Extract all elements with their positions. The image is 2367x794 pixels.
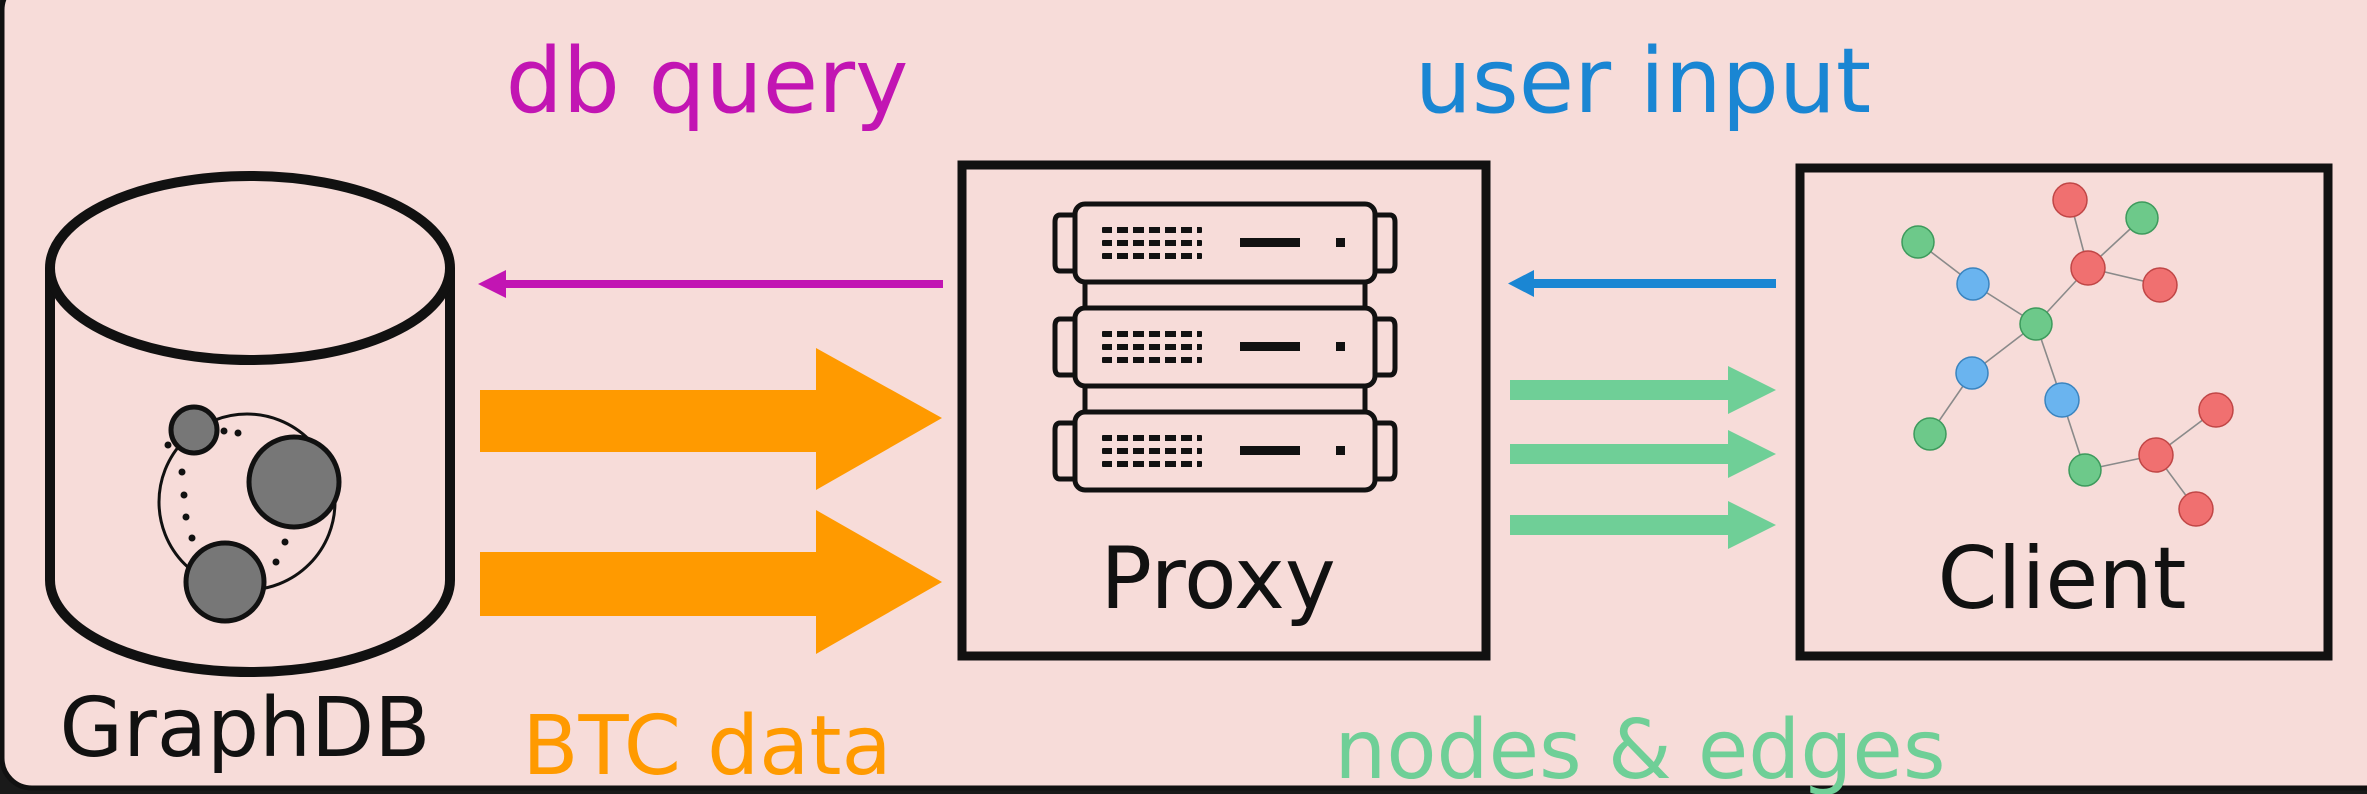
- nodes-edges-arrow-2: [1510, 430, 1776, 478]
- client-box: [1795, 163, 2333, 661]
- client-label: Client: [1938, 529, 2187, 629]
- server-rack-icon: [1052, 201, 1398, 493]
- nodes-edges-arrow-1: [1510, 366, 1776, 414]
- nodes-edges-label: nodes & edges: [1334, 703, 1945, 794]
- db-query-arrow: [478, 270, 943, 298]
- proxy-box: [957, 160, 1491, 661]
- graphdb-logo-icon: [157, 404, 342, 624]
- user-input-arrow: [1508, 270, 1776, 297]
- db-query-label: db query: [506, 29, 909, 134]
- btc-data-label: BTC data: [522, 699, 892, 794]
- btc-data-arrow-2: [480, 510, 942, 654]
- proxy-label: Proxy: [1100, 529, 1336, 629]
- database-cylinder-icon: [45, 171, 455, 677]
- graph-visualization-icon: [1901, 182, 2234, 527]
- user-input-label: user input: [1415, 29, 1871, 134]
- graphdb-label: GraphDB: [60, 681, 431, 776]
- nodes-edges-arrow-3: [1510, 501, 1776, 549]
- btc-data-arrow-1: [480, 348, 942, 490]
- server-grille-gaps: [1112, 224, 1197, 470]
